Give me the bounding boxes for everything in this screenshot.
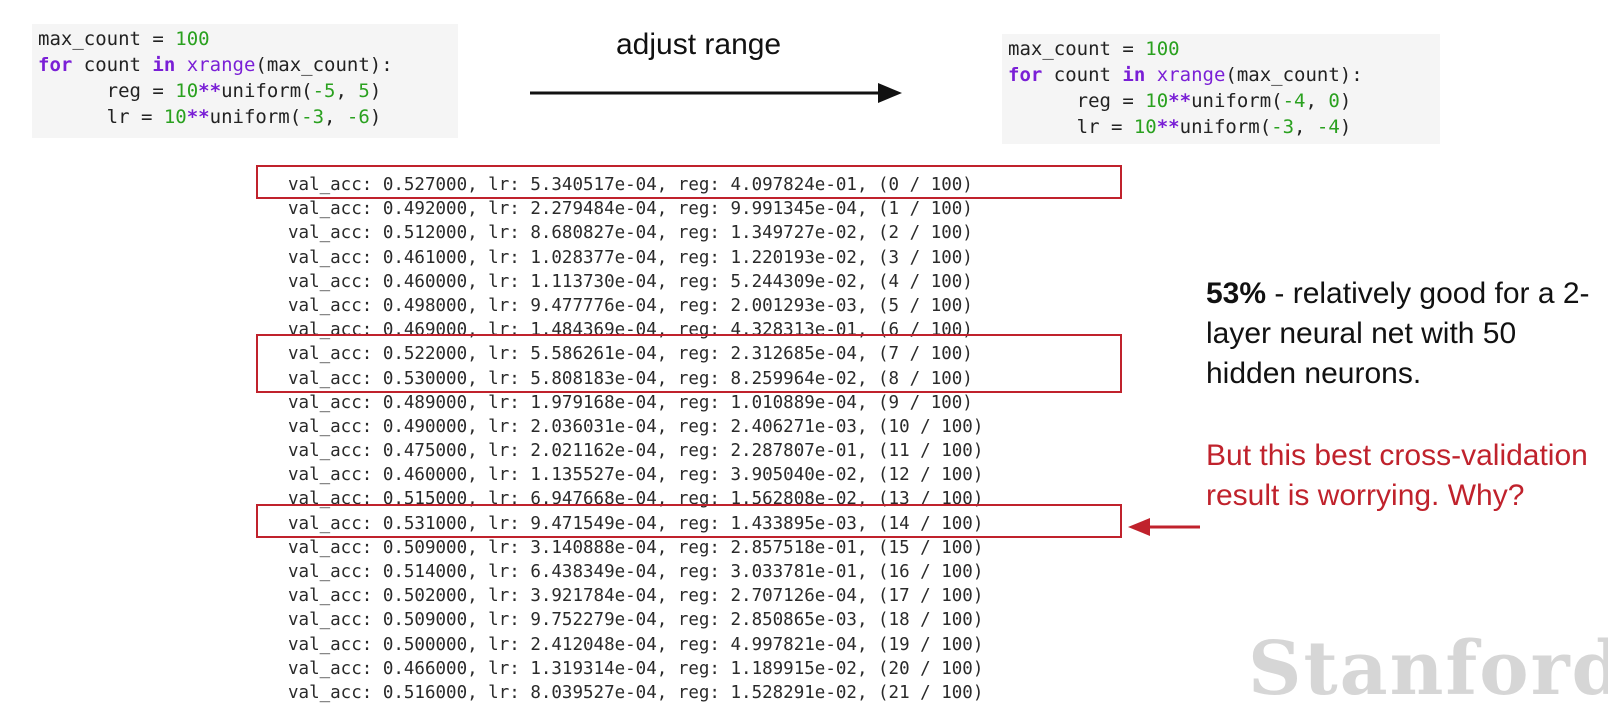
code-line: for count in xrange(max_count): xyxy=(1008,62,1440,88)
log-line: val_acc: 0.502000, lr: 3.921784e-04, reg… xyxy=(288,586,984,607)
code-token: -4 xyxy=(1282,90,1306,112)
result-note: 53% - relatively good for a 2-layer neur… xyxy=(1206,274,1596,394)
log-line: val_acc: 0.466000, lr: 1.319314e-04, reg… xyxy=(288,658,984,679)
code-token: 10 xyxy=(175,80,199,102)
result-percent: 53% xyxy=(1206,277,1267,310)
warning-note: But this best cross-validation result is… xyxy=(1206,439,1588,512)
code-token: , xyxy=(335,80,359,102)
code-token: -3 xyxy=(1271,116,1295,138)
log-line: val_acc: 0.516000, lr: 8.039527e-04, reg… xyxy=(288,682,984,703)
right-arrow-icon xyxy=(530,83,902,103)
code-token: count xyxy=(1042,64,1123,86)
highlight-box xyxy=(256,503,1122,538)
log-line: val_acc: 0.527000, lr: 5.340517e-04, reg… xyxy=(288,175,973,195)
code-token: -6 xyxy=(346,106,370,128)
code-token: uniform( xyxy=(1179,116,1272,138)
code-token: ** xyxy=(186,106,210,128)
code-token: max_count = xyxy=(1008,38,1146,60)
code-token: -5 xyxy=(312,80,336,102)
log-line: val_acc: 0.460000, lr: 1.113730e-04, reg… xyxy=(288,271,973,292)
log-line: val_acc: 0.500000, lr: 2.412048e-04, reg… xyxy=(288,634,984,655)
code-line: max_count = 100 xyxy=(38,26,458,52)
code-token: reg = xyxy=(38,80,176,102)
code-token: max_count = xyxy=(38,28,176,50)
code-token: (max_count): xyxy=(255,54,393,76)
code-token: ) xyxy=(1339,90,1352,112)
code-token: ** xyxy=(1168,90,1192,112)
highlight-box xyxy=(256,165,1122,200)
code-token: , xyxy=(1294,116,1317,138)
log-line: val_acc: 0.509000, lr: 3.140888e-04, reg… xyxy=(288,537,984,558)
code-token: uniform( xyxy=(1191,90,1283,112)
code-token: in xyxy=(1122,64,1146,86)
log-line: val_acc: 0.461000, lr: 1.028377e-04, reg… xyxy=(288,247,973,268)
highlight-box xyxy=(256,334,1122,393)
code-token: ** xyxy=(198,80,222,102)
code-token: xrange xyxy=(186,54,256,76)
log-line: val_acc: 0.509000, lr: 9.752279e-04, reg… xyxy=(288,610,984,631)
left-arrow-icon xyxy=(1128,518,1200,536)
code-token xyxy=(175,54,186,76)
code-token: xrange xyxy=(1156,64,1226,86)
code-token: 10 xyxy=(1133,116,1157,138)
code-token: , xyxy=(324,106,347,128)
log-line: val_acc: 0.475000, lr: 2.021162e-04, reg… xyxy=(288,441,984,462)
code-line: for count in xrange(max_count): xyxy=(38,52,458,78)
code-line: lr = 10**uniform(-3, -4) xyxy=(1008,114,1440,140)
code-token: lr = xyxy=(1008,116,1134,138)
arrow-label: adjust range xyxy=(616,28,782,61)
code-token: 10 xyxy=(1145,90,1169,112)
log-line: val_acc: 0.460000, lr: 1.135527e-04, reg… xyxy=(288,465,984,486)
code-token: uniform( xyxy=(221,80,313,102)
log-line: val_acc: 0.489000, lr: 1.979168e-04, reg… xyxy=(288,392,973,413)
log-line: val_acc: 0.490000, lr: 2.036031e-04, reg… xyxy=(288,416,984,437)
code-token: ) xyxy=(369,106,382,128)
log-line: val_acc: 0.498000, lr: 9.477776e-04, reg… xyxy=(288,295,973,316)
code-token: -3 xyxy=(301,106,325,128)
code-token: count xyxy=(72,54,153,76)
log-line: val_acc: 0.522000, lr: 5.586261e-04, reg… xyxy=(288,344,973,365)
code-token: , xyxy=(1305,90,1329,112)
validation-log: val_acc: 0.527000, lr: 5.340517e-04, reg… xyxy=(288,173,983,705)
log-line: val_acc: 0.530000, lr: 5.808183e-04, reg… xyxy=(288,368,973,389)
stanford-logo: Stanford xyxy=(1248,626,1608,712)
code-token: ) xyxy=(369,80,382,102)
code-token: 100 xyxy=(175,28,210,50)
log-line: val_acc: 0.492000, lr: 2.279484e-04, reg… xyxy=(288,199,973,220)
code-token: for xyxy=(1008,64,1043,86)
result-description: - relatively good for a 2-layer neural n… xyxy=(1206,277,1590,390)
log-line: val_acc: 0.514000, lr: 6.438349e-04, reg… xyxy=(288,562,984,582)
code-token: 10 xyxy=(163,106,187,128)
code-token: ** xyxy=(1156,116,1180,138)
code-token: 5 xyxy=(358,80,370,102)
code-token: lr = xyxy=(38,106,164,128)
code-line: lr = 10**uniform(-3, -6) xyxy=(38,104,458,130)
code-token: reg = xyxy=(1008,90,1146,112)
code-token: 100 xyxy=(1145,38,1180,60)
code-token xyxy=(1145,64,1156,86)
code-line: reg = 10**uniform(-4, 0) xyxy=(1008,88,1440,114)
code-token: for xyxy=(38,54,73,76)
code-token: -4 xyxy=(1316,116,1340,138)
code-token: uniform( xyxy=(209,106,302,128)
code-token: 0 xyxy=(1328,90,1340,112)
code-line: max_count = 100 xyxy=(1008,36,1440,62)
code-token: in xyxy=(152,54,176,76)
log-line: val_acc: 0.531000, lr: 9.471549e-04, reg… xyxy=(288,513,984,534)
code-token: (max_count): xyxy=(1225,64,1363,86)
log-line: val_acc: 0.512000, lr: 8.680827e-04, reg… xyxy=(288,223,973,244)
code-line: reg = 10**uniform(-5, 5) xyxy=(38,78,458,104)
code-token: ) xyxy=(1339,116,1352,138)
